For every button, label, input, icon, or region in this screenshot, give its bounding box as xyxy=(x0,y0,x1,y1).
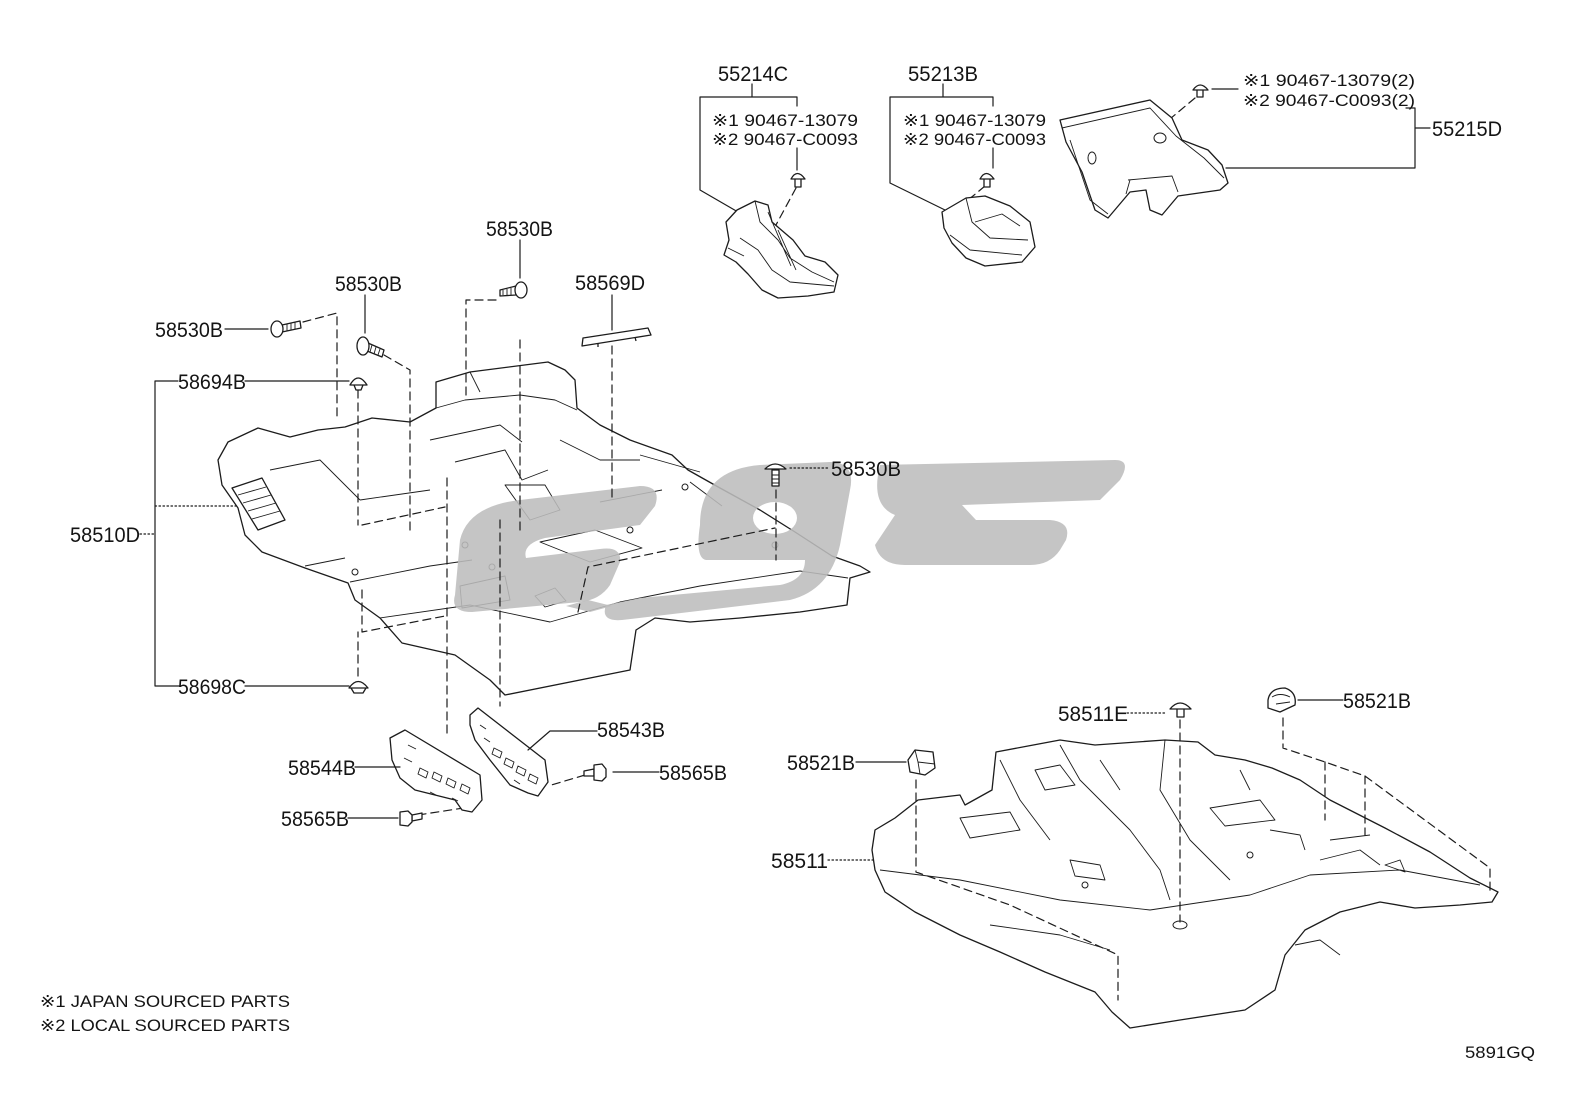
callout-58530B-middle: 58530B xyxy=(335,273,402,296)
heel-pad-ribs xyxy=(237,486,281,520)
clip-55215D xyxy=(1192,84,1209,98)
footnote-japan-sourced: ※1 JAPAN SOURCED PARTS xyxy=(40,992,290,1011)
sub-duct-55213B xyxy=(941,195,1036,267)
screw-threads xyxy=(772,474,779,484)
fastener-detail xyxy=(1271,694,1291,705)
rear-carpet-hole-2 xyxy=(1246,851,1254,859)
fastener-note-55214C-1: ※1 90467-13079 xyxy=(712,111,858,130)
footnote-local-sourced: ※2 LOCAL SOURCED PARTS xyxy=(40,1016,290,1035)
front-carpet-dashed-guides xyxy=(302,299,777,816)
callout-58521B-right: 58521B xyxy=(1343,690,1411,713)
sub-duct-55213B-group: 55213B ※1 90467-13079 ※2 90467-C0093 xyxy=(889,63,1046,267)
screw-head xyxy=(593,763,607,782)
front-carpet-leader-lines xyxy=(154,239,660,819)
fastener-body xyxy=(1267,687,1296,713)
bracket-58543B-holes xyxy=(479,724,539,785)
bracket-line-55213B xyxy=(889,83,994,211)
carpet-hole-4 xyxy=(626,526,634,534)
callout-58510D: 58510D xyxy=(70,524,140,547)
fastener-note-55215D-1: ※1 90467-13079(2) xyxy=(1243,71,1415,90)
bracket-58544B-holes xyxy=(403,744,471,802)
screw-head xyxy=(764,463,787,470)
sub-mat-55215D-group: ※1 90467-13079(2) ※2 90467-C0093(2) 5521… xyxy=(1059,71,1502,219)
clip-55213B xyxy=(979,172,995,188)
bracket-line-55215D xyxy=(1211,88,1431,169)
watermark-shape-right xyxy=(875,460,1125,565)
sub-duct-55213B-detail xyxy=(949,197,1029,256)
fastener-note-55213B-1: ※1 90467-13079 xyxy=(903,111,1046,130)
clip-58694B xyxy=(349,377,368,391)
bracket-58543B xyxy=(469,707,549,797)
screw-58530B-left xyxy=(270,320,302,338)
screw-head xyxy=(514,281,528,299)
part-number-55214C: 55214C xyxy=(718,63,788,86)
callout-58569D: 58569D xyxy=(575,272,645,295)
fastener-note-55214C-2: ※2 90467-C0093 xyxy=(712,130,858,149)
sub-duct-55214C-group: 55214C ※1 90467-13079 ※2 90467-C0093 xyxy=(699,63,858,299)
rear-carpet-dotted-leaders xyxy=(827,712,1167,861)
fastener-detail xyxy=(914,749,936,775)
screw-threads xyxy=(286,322,296,331)
screw-head xyxy=(399,810,413,827)
callout-58530B-right: 58530B xyxy=(831,458,901,481)
rear-floor-carpet-group xyxy=(871,739,1499,1029)
rear-carpet-hole-3 xyxy=(1081,881,1089,889)
callout-58511E: 58511E xyxy=(1058,703,1128,726)
fastener-note-55215D-2: ※2 90467-C0093(2) xyxy=(1243,91,1415,110)
sub-mat-55215D-detail xyxy=(1061,107,1225,215)
part-number-55215D: 55215D xyxy=(1432,118,1502,141)
screw-threads xyxy=(369,344,381,356)
rear-carpet-leader-lines xyxy=(855,699,1344,763)
screw-58565B-right xyxy=(583,763,607,782)
screw-58530B-right xyxy=(764,463,787,487)
callout-58544B: 58544B xyxy=(288,757,356,780)
callout-58565B-right: 58565B xyxy=(659,762,727,785)
carpet-hole-5 xyxy=(681,483,689,491)
callout-58511: 58511 xyxy=(771,850,828,873)
bracket-58544B xyxy=(389,729,483,813)
sub-mat-hole-1 xyxy=(1087,151,1097,165)
fastener-58521B-left xyxy=(907,749,936,776)
diagram-code: 5891GQ xyxy=(1465,1043,1535,1062)
callout-58543B: 58543B xyxy=(597,719,665,742)
carpet-hole-3 xyxy=(351,568,359,576)
sub-duct-55214C-detail xyxy=(727,200,835,287)
rear-carpet-dashed-guides xyxy=(915,717,1491,1001)
callout-58530B-top: 58530B xyxy=(486,218,553,241)
screw-shank xyxy=(771,469,780,487)
fastener-note-55213B-2: ※2 90467-C0093 xyxy=(903,130,1046,149)
clip-58698C xyxy=(348,680,369,694)
screw-58530B-top xyxy=(499,281,528,299)
part-number-55213B: 55213B xyxy=(908,63,978,86)
clip-55214C xyxy=(790,172,806,188)
sub-mat-55215D xyxy=(1059,99,1229,219)
callout-58698C: 58698C xyxy=(178,676,246,699)
watermark-shape-middle xyxy=(604,462,852,621)
front-carpet-dotted-leaders xyxy=(139,467,831,535)
fastener-58521B-right xyxy=(1267,687,1296,713)
callout-58521B-left: 58521B xyxy=(787,752,855,775)
screw-threads xyxy=(502,288,512,295)
heel-pad xyxy=(231,477,286,531)
clip-58511E xyxy=(1169,702,1192,718)
watermark-logo xyxy=(454,460,1125,621)
screw-shank xyxy=(583,768,595,777)
callout-58694B: 58694B xyxy=(178,371,246,394)
callout-58530B-left: 58530B xyxy=(155,319,223,342)
sub-mat-hole-2 xyxy=(1153,132,1167,144)
watermark-dot xyxy=(566,600,612,612)
retainer-58569D xyxy=(581,327,652,347)
screw-58565B-left xyxy=(399,810,423,827)
bracket-line-55214C xyxy=(699,83,798,213)
screw-58530B-middle xyxy=(356,336,385,358)
screw-head xyxy=(356,336,370,356)
watermark-shape-left xyxy=(454,486,657,612)
screw-shank xyxy=(411,812,423,822)
rear-carpet-detail xyxy=(879,739,1481,956)
callout-58565B-left: 58565B xyxy=(281,808,349,831)
screw-head xyxy=(270,320,284,338)
